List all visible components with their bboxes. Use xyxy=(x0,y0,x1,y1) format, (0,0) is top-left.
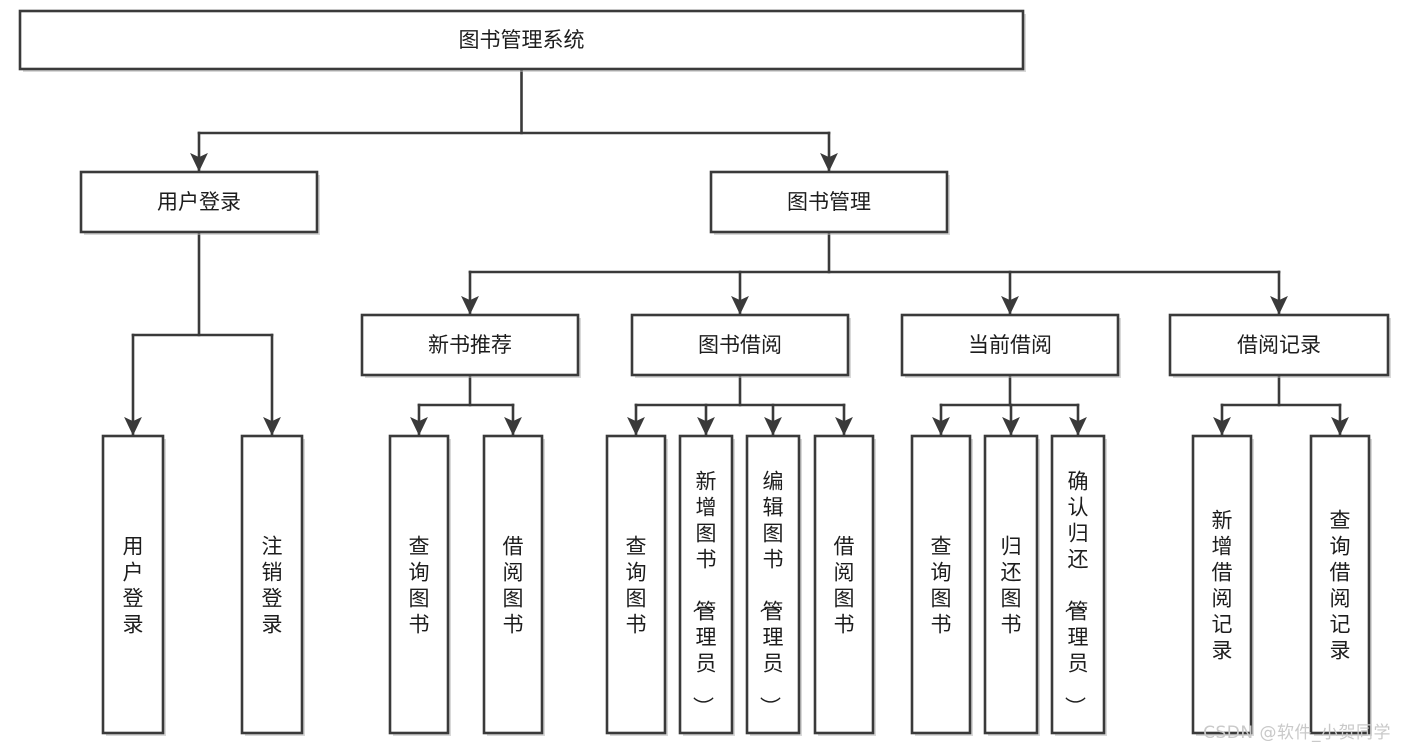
node-label: 图书管理 xyxy=(787,190,871,214)
node-leaf-borrow-book-1[interactable]: 借阅图书 xyxy=(482,434,545,736)
node-leaf-logout[interactable]: 注销登录 xyxy=(240,434,305,736)
node-rect[interactable] xyxy=(240,434,304,735)
node-label: 新增图书（管理员） xyxy=(691,469,717,717)
node-label: 当前借阅 xyxy=(968,333,1052,357)
node-leaf-edit-book[interactable]: 编辑图书（管理员） xyxy=(745,434,802,736)
node-rect[interactable] xyxy=(910,434,972,735)
node-leaf-confirm-return[interactable]: 确认归还（管理员） xyxy=(1050,434,1107,736)
node-rect[interactable] xyxy=(388,434,450,735)
node-layer: 图书管理系统用户登录图书管理新书推荐图书借阅当前借阅借阅记录用户登录注销登录查询… xyxy=(18,9,1391,736)
node-label: 确认归还（管理员） xyxy=(1063,469,1089,717)
node-rect[interactable] xyxy=(745,434,801,735)
node-rect[interactable] xyxy=(482,434,544,735)
node-rect[interactable] xyxy=(678,434,734,735)
node-rect[interactable] xyxy=(1050,434,1106,735)
node-rect[interactable] xyxy=(630,313,850,377)
connector-layer xyxy=(124,67,1349,436)
node-label: 查询图书 xyxy=(626,534,647,636)
node-label: 新增借阅记录 xyxy=(1212,508,1233,662)
node-label: 图书借阅 xyxy=(698,333,782,357)
node-user-login[interactable]: 用户登录 xyxy=(79,170,320,235)
node-leaf-user-login[interactable]: 用户登录 xyxy=(101,434,166,736)
node-label: 借阅图书 xyxy=(834,534,855,636)
node-label: 借阅图书 xyxy=(503,534,524,636)
node-leaf-return-book[interactable]: 归还图书 xyxy=(983,434,1040,736)
node-label: 新书推荐 xyxy=(428,333,512,357)
node-rect[interactable] xyxy=(709,170,949,234)
node-leaf-query-book-1[interactable]: 查询图书 xyxy=(388,434,451,736)
node-leaf-add-book[interactable]: 新增图书（管理员） xyxy=(678,434,735,736)
node-rect[interactable] xyxy=(983,434,1039,735)
node-rect[interactable] xyxy=(1168,313,1390,377)
node-book-borrow[interactable]: 图书借阅 xyxy=(630,313,851,378)
node-label: 注销登录 xyxy=(262,534,283,636)
node-current-borrow[interactable]: 当前借阅 xyxy=(900,313,1121,378)
node-label: 查询图书 xyxy=(409,534,430,636)
node-root-title[interactable]: 图书管理系统 xyxy=(18,9,1026,72)
node-label: 图书管理系统 xyxy=(459,28,585,52)
node-label: 用户登录 xyxy=(157,190,241,214)
node-label: 编辑图书（管理员） xyxy=(758,469,784,717)
node-leaf-query-book-2[interactable]: 查询图书 xyxy=(605,434,668,736)
node-leaf-add-record[interactable]: 新增借阅记录 xyxy=(1191,434,1254,736)
node-rect[interactable] xyxy=(1309,434,1371,735)
node-rect[interactable] xyxy=(101,434,165,735)
node-rect[interactable] xyxy=(605,434,667,735)
node-label: 归还图书 xyxy=(1001,534,1022,636)
node-leaf-borrow-book-2[interactable]: 借阅图书 xyxy=(813,434,876,736)
node-leaf-query-book-3[interactable]: 查询图书 xyxy=(910,434,973,736)
node-rect[interactable] xyxy=(360,313,580,377)
node-rect[interactable] xyxy=(1191,434,1253,735)
node-rect[interactable] xyxy=(18,9,1025,71)
node-rect[interactable] xyxy=(79,170,319,234)
node-label: 查询图书 xyxy=(931,534,952,636)
node-label: 借阅记录 xyxy=(1237,333,1321,357)
node-leaf-query-record[interactable]: 查询借阅记录 xyxy=(1309,434,1372,736)
node-label: 查询借阅记录 xyxy=(1330,508,1351,662)
node-new-book-recommend[interactable]: 新书推荐 xyxy=(360,313,581,378)
node-book-manage[interactable]: 图书管理 xyxy=(709,170,950,235)
watermark-text: CSDN @软件_小贺同学 xyxy=(1203,723,1391,743)
node-rect[interactable] xyxy=(813,434,875,735)
node-rect[interactable] xyxy=(900,313,1120,377)
node-borrow-record[interactable]: 借阅记录 xyxy=(1168,313,1391,378)
node-label: 用户登录 xyxy=(123,534,144,636)
